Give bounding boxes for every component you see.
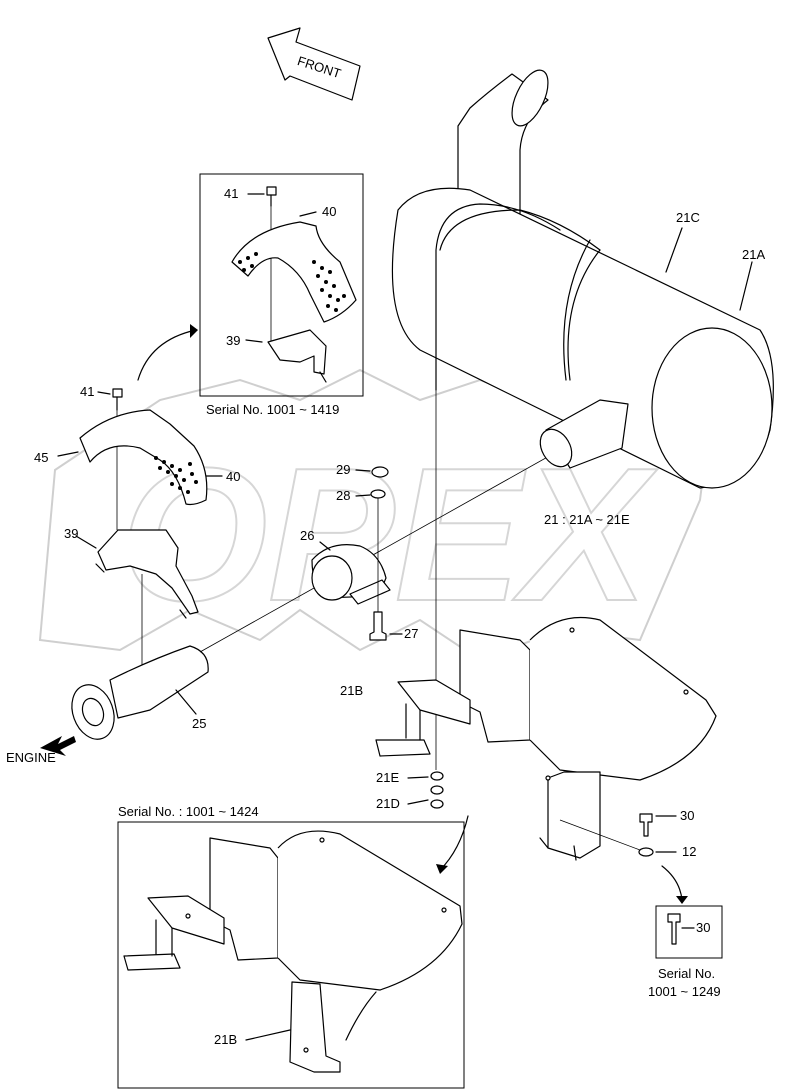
label-21c: 21C (676, 210, 700, 225)
clamp-26: 26 (300, 528, 391, 605)
muffler-21a: 21C 21A 21 : 21A ~ 21E (391, 69, 774, 770)
bolt-inset-serial-2: 1001 ~ 1249 (648, 984, 721, 999)
exhaust-pipe-25: 25 (71, 449, 561, 740)
label-26: 26 (300, 528, 314, 543)
label-21a: 21A (742, 247, 765, 262)
label-28: 28 (336, 488, 350, 503)
nut-29: 29 (336, 462, 389, 478)
bolt-inset: 30 Serial No. 1001 ~ 1249 (648, 905, 723, 999)
bolt-inset-serial-1: Serial No. (658, 966, 715, 981)
label-30-inset: 30 (696, 920, 710, 935)
label-30-main: 30 (680, 808, 694, 823)
label-41-main: 41 (80, 384, 94, 399)
engine-arrow: ENGINE (6, 736, 76, 765)
label-12: 12 (682, 844, 696, 859)
label-21e: 21E (376, 770, 399, 785)
label-45: 45 (34, 450, 48, 465)
bracket-39-inset (267, 329, 327, 383)
top-inset-serial: Serial No. 1001 ~ 1419 (206, 402, 339, 417)
bolt-27: 27 (369, 611, 418, 641)
bracket-21b-main: 21B (340, 616, 717, 861)
washer-12: 12 (559, 819, 696, 859)
group-note: 21 : 21A ~ 21E (544, 512, 630, 527)
nut-21d: 21D (376, 785, 444, 811)
label-39-main: 39 (64, 526, 78, 541)
heat-cover-40-inset (231, 221, 357, 323)
label-21b-inset: 21B (214, 1032, 237, 1047)
bracket-assembly-left: 41 45 40 39 (34, 384, 240, 690)
bolt-30: 30 (639, 808, 694, 837)
label-25: 25 (192, 716, 206, 731)
inset-pointer-bolt (661, 865, 683, 901)
label-40-main: 40 (226, 469, 240, 484)
bottom-inset: Serial No. : 1001 ~ 1424 21B (117, 804, 465, 1089)
label-21d: 21D (376, 796, 400, 811)
label-27: 27 (404, 626, 418, 641)
top-inset: 41 40 39 Serial No. 1001 ~ 1419 (199, 173, 364, 417)
bolt-41-inset (266, 186, 277, 342)
label-41-inset: 41 (224, 186, 238, 201)
label-21b-main: 21B (340, 683, 363, 698)
label-39-inset: 39 (226, 333, 240, 348)
bottom-inset-serial: Serial No. : 1001 ~ 1424 (118, 804, 259, 819)
inset-pointer-top (137, 329, 197, 381)
label-40-inset: 40 (322, 204, 336, 219)
engine-label: ENGINE (6, 750, 56, 765)
washer-28: 28 (336, 488, 386, 612)
nut-21e: 21E (376, 770, 444, 785)
front-arrow: FRONT (267, 27, 361, 101)
label-29: 29 (336, 462, 350, 477)
